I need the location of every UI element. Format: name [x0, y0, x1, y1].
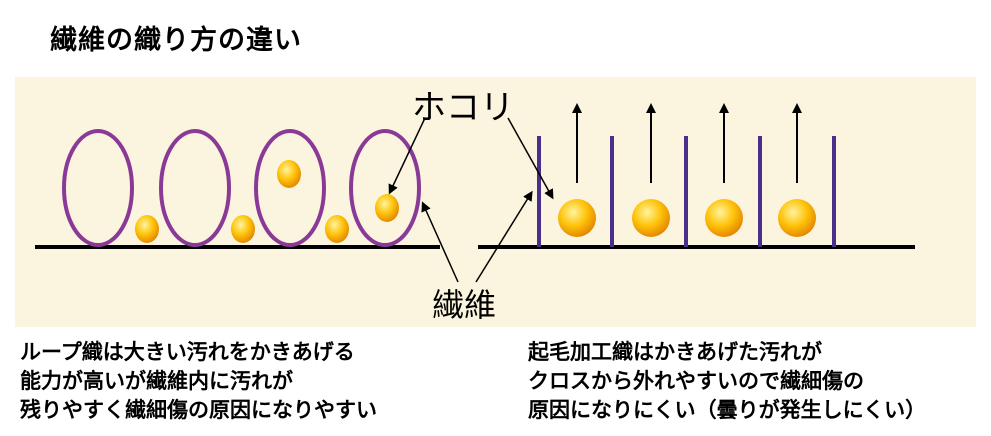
diagram-panel — [15, 77, 976, 327]
description-line: 起毛加工織はかきあげた汚れが — [528, 340, 822, 364]
dust-label: ホコリ — [412, 88, 514, 128]
loop-fiber — [159, 129, 231, 247]
loop-fiber — [254, 129, 326, 247]
dust-particle — [277, 160, 301, 188]
dust-pointer-right — [507, 117, 554, 200]
description-line: 原因になりにくい（曇りが発生しにくい） — [528, 398, 927, 422]
loop-fiber — [62, 129, 134, 247]
description-line: ループ織は大きい汚れをかきあげる — [20, 340, 355, 364]
fiber-label: 繊維 — [432, 286, 497, 324]
dust-particle — [705, 199, 743, 237]
dust-particle — [778, 199, 816, 237]
loop-weave-description: ループ織は大きい汚れをかきあげる 能力が高いが繊維内に汚れが 残りやすく繊細傷の… — [20, 338, 377, 425]
dust-pointer-left — [388, 117, 426, 195]
dust-particle — [632, 199, 670, 237]
dust-particle — [375, 194, 399, 222]
dust-particle — [558, 199, 596, 237]
fiber-pointer-right — [475, 190, 533, 283]
dust-particle — [135, 215, 159, 243]
description-line: 能力が高いが繊維内に汚れが — [20, 369, 293, 393]
pile-weave-description: 起毛加工織はかきあげた汚れが クロスから外れやすいので繊細傷の 原因になりにくい… — [528, 338, 926, 425]
description-line: クロスから外れやすいので繊細傷の — [528, 369, 864, 393]
description-line: 残りやすく繊細傷の原因になりやすい — [20, 398, 377, 422]
pile-weave — [478, 103, 915, 249]
page-title: 繊維の織り方の違い — [50, 25, 302, 56]
dust-particle — [325, 215, 349, 243]
dust-particle — [231, 215, 255, 243]
fiber-pointer-left — [421, 201, 459, 283]
loop-fiber — [349, 129, 421, 247]
label-pointers — [388, 117, 554, 283]
loop-weave — [35, 129, 440, 249]
